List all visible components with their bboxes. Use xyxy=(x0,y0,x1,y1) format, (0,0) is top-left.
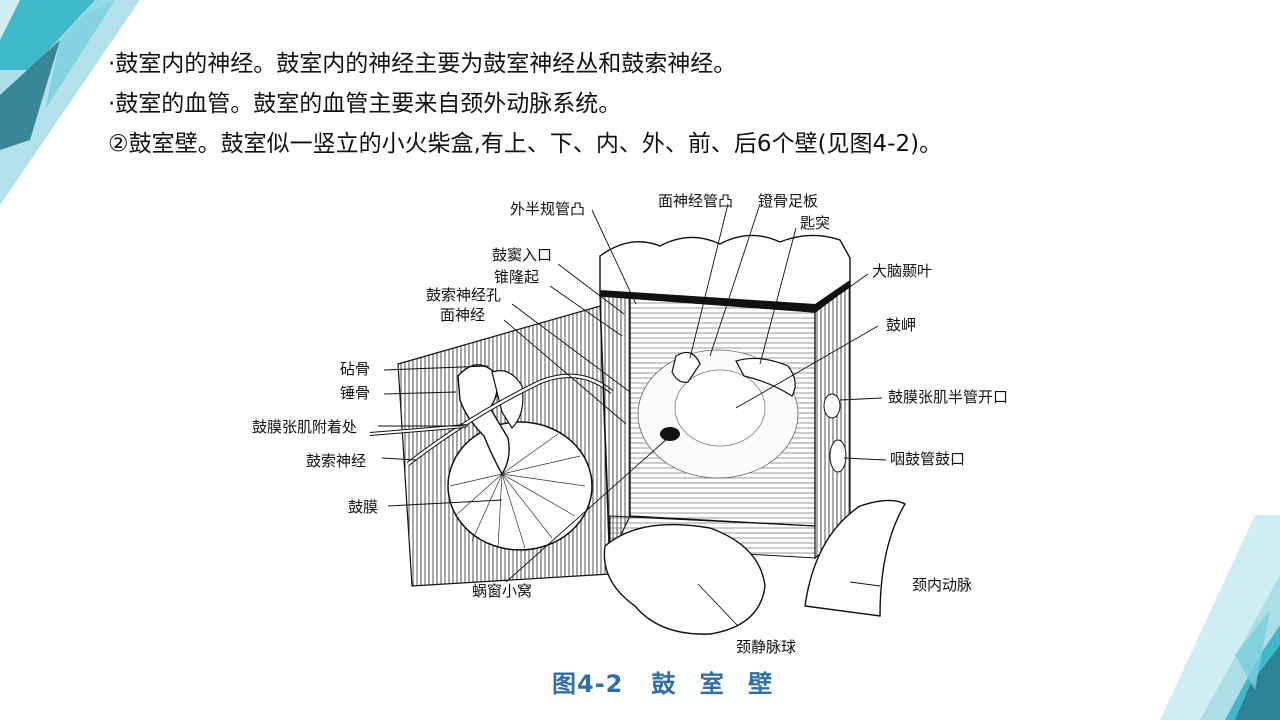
caption-title: 鼓 室 壁 xyxy=(651,670,781,698)
label-temporal-lobe: 大脑颞叶 xyxy=(872,262,933,280)
bullet-walls: ②鼓室壁。鼓室似一竖立的小火柴盒,有上、下、内、外、前、后6个壁(见图4-2)。 xyxy=(108,131,943,157)
label-promontory: 鼓岬 xyxy=(886,316,917,334)
label-facial-canal-prominence: 面神经管凸 xyxy=(658,192,734,210)
label-stapes-footplate: 镫骨足板 xyxy=(758,192,819,210)
label-chorda-foramen: 鼓索神经孔 xyxy=(426,286,502,304)
label-incus: 砧骨 xyxy=(340,360,371,378)
label-tensor-canal-opening: 鼓膜张肌半管开口 xyxy=(888,388,1009,406)
label-tensor-attachment: 鼓膜张肌附着处 xyxy=(252,418,358,436)
label-lateral-semicircular: 外半规管凸 xyxy=(510,200,586,218)
label-facial-nerve: 面神经 xyxy=(440,306,486,324)
bullet-vessels: ·鼓室的血管。鼓室的血管主要来自颈外动脉系统。 xyxy=(108,91,622,117)
label-jugular-bulb: 颈静脉球 xyxy=(736,638,797,656)
caption-number: 图4-2 xyxy=(552,670,624,698)
bullet-nerves: ·鼓室内的神经。鼓室内的神经主要为鼓室神经丛和鼓索神经。 xyxy=(108,51,737,77)
label-eustachian-opening: 咽鼓管鼓口 xyxy=(890,450,966,468)
label-round-window-niche: 蜗窗小窝 xyxy=(472,582,533,600)
tympanic-illustration xyxy=(369,203,906,635)
label-internal-carotid: 颈内动脉 xyxy=(912,576,973,594)
label-chorda-tympani: 鼓索神经 xyxy=(306,452,367,470)
label-pyramidal-eminence: 锥隆起 xyxy=(494,268,540,286)
label-malleus: 锤骨 xyxy=(340,384,371,402)
label-aditus: 鼓窦入口 xyxy=(492,246,553,264)
label-cochleariform: 匙突 xyxy=(800,214,831,232)
bottom-right-decoration xyxy=(1140,515,1280,720)
label-tympanic-membrane: 鼓膜 xyxy=(348,498,379,516)
figure-caption: 图4-2 鼓 室 壁 xyxy=(552,664,780,699)
bullet-list: ·鼓室内的神经。鼓室内的神经主要为鼓室神经丛和鼓索神经。 ·鼓室的血管。鼓室的血… xyxy=(108,44,942,164)
tympanic-cavity-figure: 外半规管凸 面神经管凸 镫骨足板 匙突 鼓窦入口 锥隆起 大脑颞叶 鼓索神经孔 … xyxy=(240,186,1060,666)
